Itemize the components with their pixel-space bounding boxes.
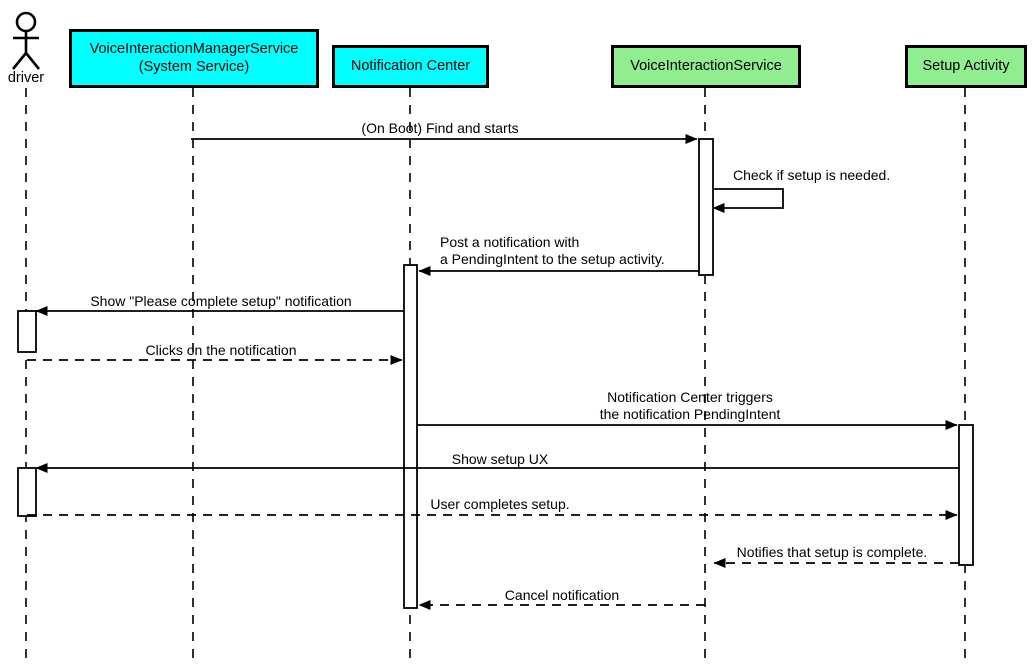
actor-glyph-driver <box>11 11 41 70</box>
actor-label-driver: driver <box>7 70 45 86</box>
message-label-msg-user-completes-setup: User completes setup. <box>430 496 570 512</box>
participant-box-vis[interactable]: VoiceInteractionService <box>611 45 801 88</box>
message-label-msg-check-setup: Check if setup is needed. <box>733 167 891 183</box>
participant-box-vims[interactable]: VoiceInteractionManagerService (System S… <box>69 29 319 88</box>
message-label-msg-post-notification: Post a notification with a PendingIntent… <box>440 234 665 267</box>
message-msg-check-setup <box>712 188 784 213</box>
actor-glyph-layer <box>11 11 41 70</box>
messages-layer <box>27 134 959 610</box>
message-label-msg-cancel-notification: Cancel notification <box>504 587 620 603</box>
activations-layer <box>17 138 974 609</box>
message-label-msg-show-notification: Show "Please complete setup" notificatio… <box>90 293 352 309</box>
participant-box-notification_center[interactable]: Notification Center <box>332 45 489 88</box>
message-label-msg-on-boot: (On Boot) Find and starts <box>361 120 519 136</box>
activation-bar-vis <box>698 138 714 276</box>
message-label-msg-show-setup-ux: Show setup UX <box>451 451 549 467</box>
message-label-msg-trigger-pendingintent: Notification Center triggers the notific… <box>599 389 781 422</box>
activation-bar-setup_activity <box>958 424 974 566</box>
message-label-msg-notifies-setup-complete: Notifies that setup is complete. <box>736 544 928 560</box>
activation-bar-notification_center <box>403 264 418 609</box>
activation-bar-driver <box>17 310 37 353</box>
activation-bar-driver <box>17 467 37 517</box>
message-label-msg-click-notification: Clicks on the notification <box>145 342 297 358</box>
participant-box-setup_activity[interactable]: Setup Activity <box>905 45 1027 88</box>
